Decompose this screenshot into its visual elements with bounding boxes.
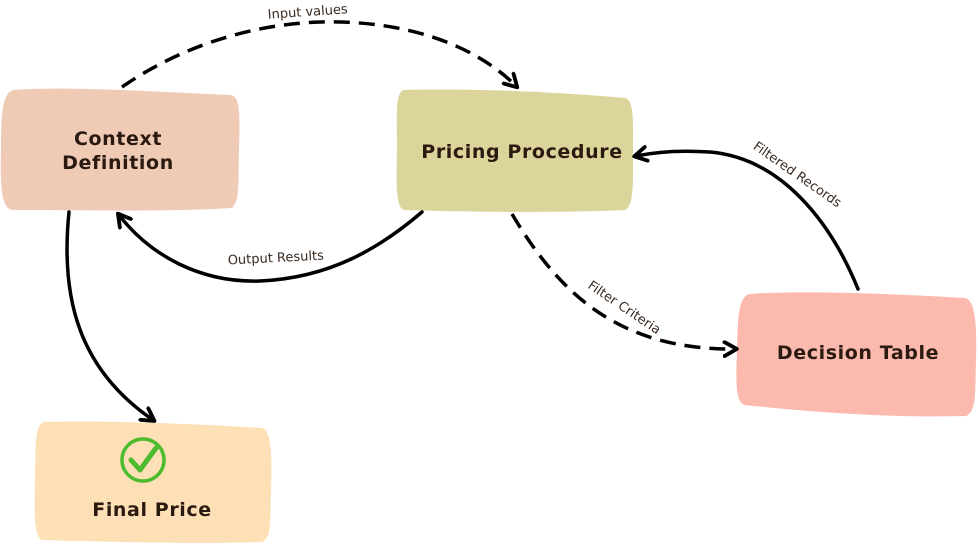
filtered-records-arrow bbox=[636, 151, 860, 291]
final-price-label: Final Price bbox=[92, 499, 212, 521]
pricing-procedure-box bbox=[396, 89, 634, 212]
edge-filtered-records: Filtered Records bbox=[636, 139, 860, 291]
output-results-label: Output Results bbox=[227, 248, 324, 268]
filter-criteria-label: Filter Criteria bbox=[585, 278, 663, 338]
edge-to-final-price bbox=[65, 210, 153, 420]
output-results-arrow bbox=[119, 210, 424, 283]
input-values-arrow bbox=[121, 20, 516, 87]
edge-filter-criteria: Filter Criteria bbox=[510, 213, 735, 349]
context-definition-box bbox=[0, 88, 240, 211]
context-definition-label-line2: Definition bbox=[62, 152, 174, 174]
edge-input-values: Input values bbox=[121, 2, 516, 87]
to-final-price-arrow bbox=[65, 210, 153, 420]
pricing-procedure-label: Pricing Procedure bbox=[421, 141, 622, 163]
input-values-label: Input values bbox=[267, 2, 348, 23]
filter-criteria-arrow bbox=[510, 213, 735, 349]
node-final-price[interactable]: Final Price bbox=[34, 421, 272, 543]
decision-table-label: Decision Table bbox=[777, 342, 939, 364]
decision-table-box bbox=[736, 292, 977, 417]
node-context-definition[interactable]: Context Definition bbox=[0, 88, 240, 211]
node-pricing-procedure[interactable]: Pricing Procedure bbox=[396, 89, 634, 212]
final-price-box bbox=[34, 421, 272, 543]
check-circle-icon bbox=[120, 437, 166, 483]
edge-output-results: Output Results bbox=[119, 210, 424, 283]
node-decision-table[interactable]: Decision Table bbox=[736, 292, 977, 417]
context-definition-label-line1: Context bbox=[74, 128, 162, 150]
filtered-records-label: Filtered Records bbox=[750, 139, 844, 211]
